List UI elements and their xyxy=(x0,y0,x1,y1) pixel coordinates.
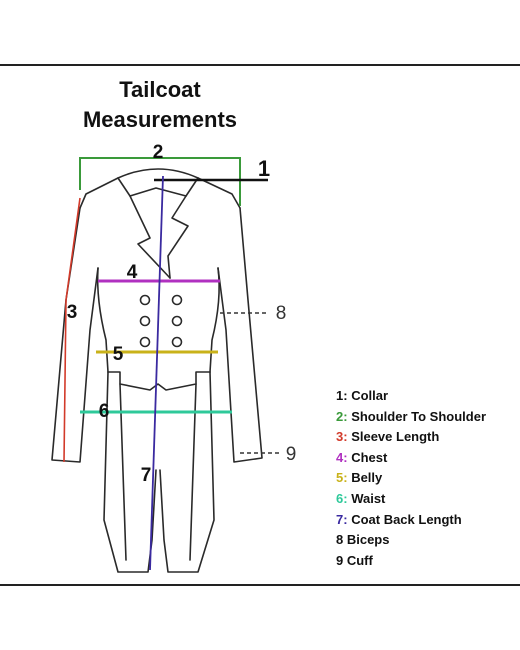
label-7: 7 xyxy=(141,465,152,486)
sleeve-length-measurement-line xyxy=(63,197,81,463)
legend-label: Belly xyxy=(351,470,383,486)
legend-item-belly: 5: Belly xyxy=(336,468,486,489)
top-divider xyxy=(0,64,520,66)
label-3: 3 xyxy=(67,302,78,323)
shoulder-measurement-line xyxy=(79,157,241,206)
legend-number: 5: xyxy=(336,470,348,486)
legend-item-waist: 6: Waist xyxy=(336,489,486,510)
label-4: 4 xyxy=(127,262,138,283)
label-8: 8 xyxy=(276,303,287,324)
button xyxy=(139,315,151,327)
legend-label: Shoulder To Shoulder xyxy=(351,408,486,424)
legend-item-collar: 1: Collar xyxy=(336,386,486,407)
left-shoulder-line xyxy=(79,177,119,209)
legend-item-cuff: 9 Cuff xyxy=(336,551,486,572)
legend-item-biceps: 8 Biceps xyxy=(336,530,486,551)
legend-label: Waist xyxy=(351,490,386,506)
legend-label: Coat Back Length xyxy=(351,511,462,527)
left-tail xyxy=(103,371,157,573)
collar-top xyxy=(117,168,199,179)
button xyxy=(171,336,183,348)
legend-label: Chest xyxy=(351,449,388,465)
left-sleeve xyxy=(51,207,99,463)
legend-label: 8 Biceps xyxy=(336,532,390,548)
label-2: 2 xyxy=(153,142,164,163)
legend-number: 6: xyxy=(336,490,348,506)
label-9: 9 xyxy=(286,444,297,465)
diagram-title-line2: Measurements xyxy=(82,107,238,132)
legend-label: Collar xyxy=(351,388,389,403)
right-lapel xyxy=(167,195,189,279)
measurement-legend: 1: Collar 2: Shoulder To Shoulder 3: Sle… xyxy=(336,386,486,571)
collar-band xyxy=(117,177,199,197)
left-tail-seam xyxy=(119,383,127,561)
legend-item-coat-back-length: 7: Coat Back Length xyxy=(336,510,486,531)
legend-label: 9 Cuff xyxy=(336,552,373,568)
legend-number: 4: xyxy=(336,449,348,465)
left-lapel xyxy=(129,195,171,279)
body-left-side xyxy=(96,267,109,373)
legend-number: 1: xyxy=(336,388,348,403)
right-tail-seam xyxy=(189,383,197,561)
label-5: 5 xyxy=(113,344,124,365)
legend-label: Sleeve Length xyxy=(351,429,440,445)
front-cutaway xyxy=(107,371,211,391)
legend-item-chest: 4: Chest xyxy=(336,448,486,469)
buttons xyxy=(139,294,183,348)
right-sleeve xyxy=(217,207,263,463)
legend-number: 7: xyxy=(336,511,348,527)
bottom-divider xyxy=(0,584,520,586)
right-tail xyxy=(159,371,215,573)
label-6: 6 xyxy=(99,401,110,422)
legend-number: 3: xyxy=(336,429,348,445)
button xyxy=(139,336,151,348)
button xyxy=(171,315,183,327)
back-length-measurement-line xyxy=(149,175,164,571)
button xyxy=(139,294,151,306)
legend-item-shoulder: 2: Shoulder To Shoulder xyxy=(336,407,486,428)
body-right-side xyxy=(209,267,220,373)
diagram-title-line1: Tailcoat xyxy=(119,77,201,102)
legend-number: 2: xyxy=(336,408,348,424)
label-1: 1 xyxy=(258,156,270,181)
button xyxy=(171,294,183,306)
legend-item-sleeve-length: 3: Sleeve Length xyxy=(336,427,486,448)
right-shoulder-line xyxy=(197,177,241,209)
